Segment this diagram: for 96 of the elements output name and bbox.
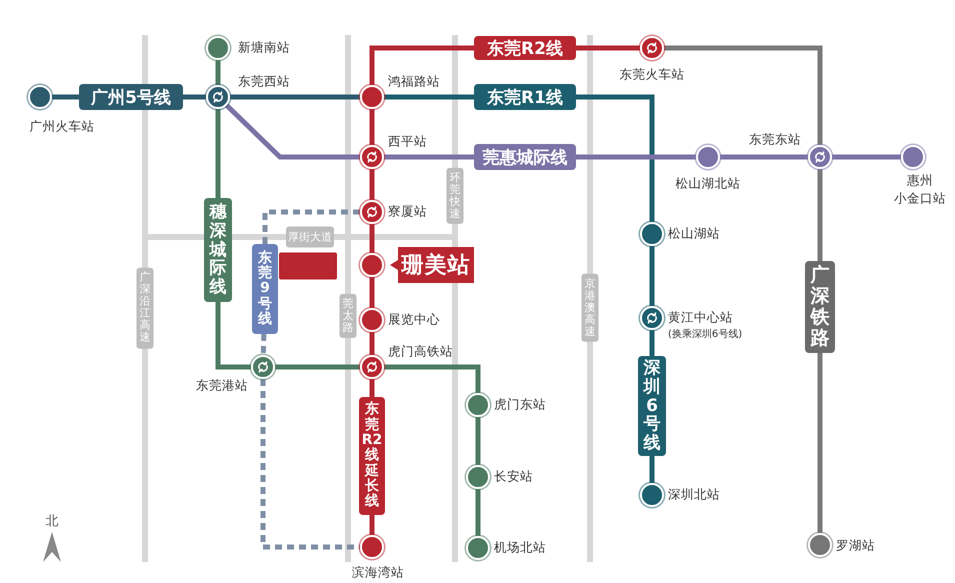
rail-line [370, 224, 374, 253]
line-badge: 东莞R2线 [474, 36, 576, 60]
station-name: 松山湖北站 [676, 176, 740, 192]
callout-box: 珊美站 [390, 247, 474, 283]
station-dot [640, 222, 664, 246]
rail-line [832, 154, 901, 160]
interchange-station [360, 200, 384, 224]
rail-line [818, 353, 822, 533]
interchange-station [360, 355, 384, 379]
rail-line [260, 334, 266, 356]
station-name: 西平站 [388, 134, 427, 150]
rail-line [384, 154, 474, 160]
station-name: 东莞东站 [749, 132, 801, 148]
rail-line [818, 169, 822, 261]
station-dot [206, 36, 230, 60]
rail-line [216, 60, 220, 85]
rail-line [720, 154, 808, 160]
rail-line [476, 489, 480, 536]
station-name: 滨海湾站 [352, 564, 404, 582]
rail-line [370, 169, 374, 200]
rail-line [216, 109, 220, 198]
rail-line [370, 46, 474, 85]
building-marker [279, 252, 337, 280]
station-dot [360, 308, 384, 332]
road-label: 京港澳高速 [582, 274, 598, 342]
line-badge: 东莞R2线延长线 [359, 397, 385, 515]
rail-line [370, 277, 374, 308]
interchange-station [640, 36, 664, 60]
rail-line [370, 109, 374, 145]
north-label: 北 [46, 513, 58, 530]
rail-line [664, 46, 822, 145]
rail-line [230, 94, 360, 100]
rail-line [650, 246, 654, 306]
station-name: 惠州 [907, 172, 933, 190]
station-name: (换乘深圳6号线) [668, 328, 742, 341]
station-dot [640, 483, 664, 507]
line-badge: 广州5号线 [79, 84, 183, 110]
station-name: 寮厦站 [388, 204, 427, 220]
rail-line [370, 379, 374, 397]
station-name: 深圳北站 [668, 486, 720, 504]
station-name: 虎门高铁站 [388, 344, 453, 360]
rail-line [52, 94, 79, 100]
station-name: 鸿福路站 [388, 74, 440, 90]
station-name: 展览中心 [388, 312, 440, 328]
interchange-station [640, 306, 664, 330]
station-name: 机场北站 [494, 540, 546, 556]
station-name: 松山湖站 [668, 226, 720, 242]
road-label: 广深沿江高速 [136, 268, 154, 348]
rail-line [260, 379, 360, 550]
rail-line [183, 94, 206, 100]
interchange-station [206, 85, 230, 109]
road-label: 环莞快速 [446, 168, 464, 224]
rail-line [370, 515, 374, 535]
rail-line [370, 332, 374, 355]
interchange-station [251, 355, 275, 379]
station-name: 东莞港站 [196, 378, 248, 394]
line-badge: 深圳6号线 [638, 356, 666, 456]
road-label: 厚街大道 [286, 226, 334, 248]
interchange-station [360, 145, 384, 169]
station-name: 东莞西站 [238, 74, 290, 90]
station-name: 虎门东站 [494, 396, 546, 414]
station-dot [466, 393, 490, 417]
station-dot [466, 465, 490, 489]
line-badge: 广深铁路 [805, 261, 835, 353]
station-name: 小金口站 [894, 190, 946, 208]
station-name: 新塘南站 [238, 40, 290, 56]
station-name: 罗湖站 [836, 538, 875, 554]
station-dot [28, 85, 52, 109]
line-badge: 穗深城际线 [204, 198, 232, 302]
station-name: 广州火车站 [30, 118, 94, 136]
station-name: 东莞火车站 [620, 66, 684, 84]
rail-line [216, 302, 251, 370]
rail-line [262, 210, 360, 244]
rail-line [576, 94, 654, 222]
station-dot [808, 533, 832, 557]
station-dot [360, 253, 384, 277]
rail-line [384, 364, 480, 393]
rail-line [224, 104, 360, 160]
rail-line [384, 94, 474, 100]
line-badge: 莞惠城际线 [474, 144, 576, 170]
rail-line [576, 46, 640, 50]
station-dot [466, 536, 490, 560]
station-dot [360, 85, 384, 109]
rail-line [476, 417, 480, 465]
road-label: 莞太路 [340, 294, 356, 338]
station-dot [901, 145, 925, 169]
line-badge: 东莞9号线 [252, 244, 278, 334]
rail-line [650, 330, 654, 356]
station-dot [696, 145, 720, 169]
interchange-station [808, 145, 832, 169]
station-dot [360, 535, 384, 559]
rail-line [576, 154, 696, 160]
station-name: 长安站 [494, 468, 533, 486]
rail-line [275, 364, 360, 370]
line-badge: 东莞R1线 [474, 84, 576, 110]
station-name: 黄江中心站 [668, 310, 733, 326]
